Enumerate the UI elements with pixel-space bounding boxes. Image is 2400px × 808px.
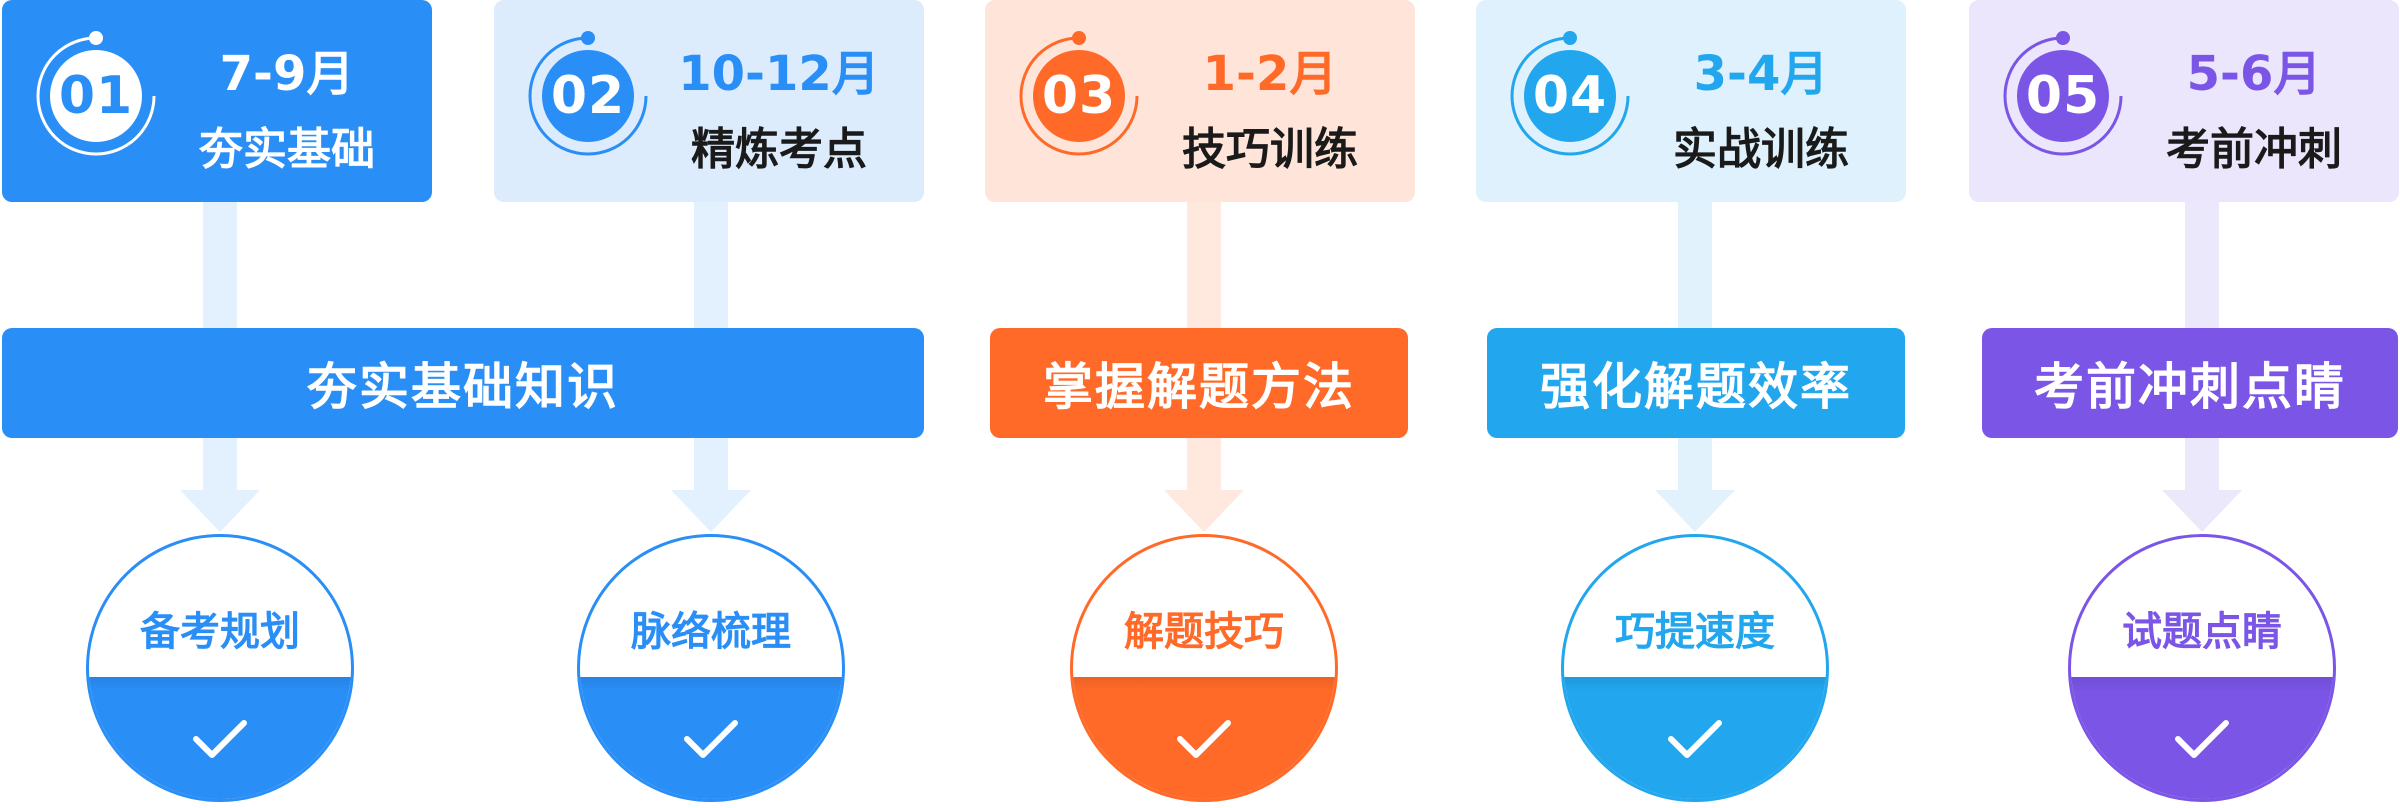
arrow-down-icon bbox=[671, 490, 751, 532]
stage-card-3: 03 1-2月 技巧训练 bbox=[985, 0, 1415, 202]
result-circle-5: 试题点睛 bbox=[2068, 534, 2336, 802]
stage-number: 05 bbox=[2025, 66, 2101, 126]
goal-bar-1: 夯实基础知识 bbox=[2, 328, 924, 438]
circle-fill bbox=[1564, 677, 1826, 799]
circle-fill bbox=[89, 677, 351, 799]
result-label: 备考规划 bbox=[140, 609, 300, 655]
circle-fill bbox=[1073, 677, 1335, 799]
check-icon bbox=[1177, 720, 1231, 758]
result-circle-2: 脉络梳理 bbox=[577, 534, 845, 802]
stage-card-5: 05 5-6月 考前冲刺 bbox=[1969, 0, 2399, 202]
stage-number-badge: 05 bbox=[1997, 30, 2129, 162]
stage-card-1: 01 7-9月 夯实基础 bbox=[2, 0, 432, 202]
ring-icon bbox=[1019, 31, 1139, 156]
goal-bar-2: 掌握解题方法 bbox=[990, 328, 1408, 438]
stage-number: 01 bbox=[58, 66, 134, 126]
circle-fill bbox=[580, 677, 842, 799]
stage-number-badge: 01 bbox=[30, 30, 162, 162]
arrow-down-icon bbox=[1164, 490, 1244, 532]
stage-number: 03 bbox=[1041, 66, 1117, 126]
stage-phase: 实战训练 bbox=[1673, 124, 1849, 175]
check-icon bbox=[1668, 720, 1722, 758]
result-label: 解题技巧 bbox=[1124, 609, 1284, 655]
check-icon bbox=[684, 720, 738, 758]
stage-card-2: 02 10-12月 精炼考点 bbox=[494, 0, 924, 202]
stage-period: 10-12月 bbox=[678, 46, 880, 102]
result-label: 试题点睛 bbox=[2122, 609, 2282, 655]
stage-period: 1-2月 bbox=[1202, 46, 1338, 102]
stage-number: 04 bbox=[1532, 66, 1608, 126]
ring-icon bbox=[528, 31, 648, 156]
arrow-down-icon bbox=[2162, 490, 2242, 532]
stage-number-badge: 02 bbox=[522, 30, 654, 162]
ring-icon bbox=[36, 31, 156, 156]
circle-fill bbox=[2071, 677, 2333, 799]
stage-card-4: 04 3-4月 实战训练 bbox=[1476, 0, 1906, 202]
stage-number: 02 bbox=[550, 66, 626, 126]
ring-icon bbox=[1510, 31, 1630, 156]
result-label: 巧提速度 bbox=[1615, 609, 1775, 655]
stage-phase: 精炼考点 bbox=[691, 124, 867, 175]
goal-bar-4: 考前冲刺点睛 bbox=[1982, 328, 2398, 438]
goal-bar-3: 强化解题效率 bbox=[1487, 328, 1905, 438]
stage-number-badge: 04 bbox=[1504, 30, 1636, 162]
arrow-down-icon bbox=[180, 490, 260, 532]
check-icon bbox=[2175, 720, 2229, 758]
stage-period: 3-4月 bbox=[1693, 46, 1829, 102]
check-icon bbox=[193, 720, 247, 758]
result-circle-1: 备考规划 bbox=[86, 534, 354, 802]
result-circle-4: 巧提速度 bbox=[1561, 534, 1829, 802]
arrow-down-icon bbox=[1655, 490, 1735, 532]
stage-phase: 夯实基础 bbox=[199, 124, 375, 175]
stage-phase: 技巧训练 bbox=[1182, 124, 1358, 175]
result-circle-3: 解题技巧 bbox=[1070, 534, 1338, 802]
stage-number-badge: 03 bbox=[1013, 30, 1145, 162]
result-label: 脉络梳理 bbox=[631, 609, 791, 655]
ring-icon bbox=[2003, 31, 2123, 156]
stage-phase: 考前冲刺 bbox=[2166, 124, 2342, 175]
stage-period: 5-6月 bbox=[2186, 46, 2322, 102]
stage-period: 7-9月 bbox=[219, 46, 355, 102]
